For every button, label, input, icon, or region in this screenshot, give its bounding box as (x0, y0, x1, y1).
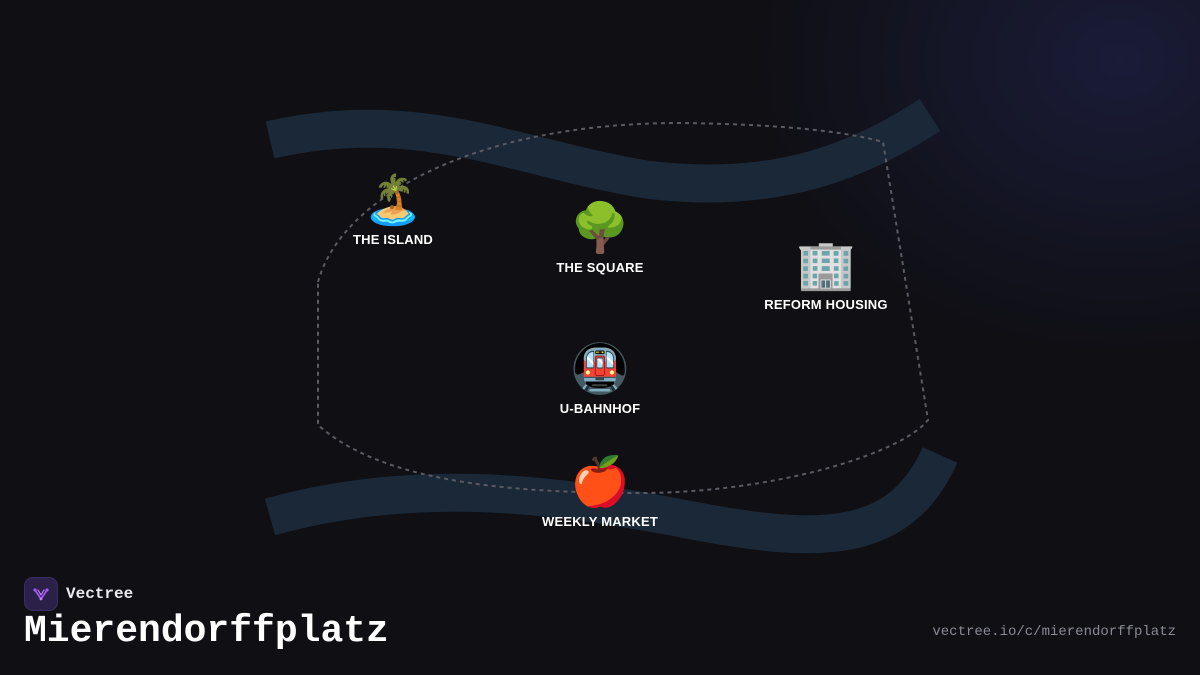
page-title: Mierendorffplatz (24, 610, 389, 653)
square-boundary (317, 121, 930, 495)
brand-name: Vectree (66, 585, 134, 603)
poi-the-square[interactable]: 🌳 THE SQUARE (556, 200, 643, 275)
poi-reform-housing[interactable]: 🏢 REFORM HOUSING (764, 237, 887, 312)
metro-icon: 🚇 (570, 341, 630, 397)
island-icon: 🏝️ (363, 172, 423, 228)
poi-label: THE ISLAND (353, 232, 433, 247)
poi-label: U-BAHNHOF (559, 401, 641, 416)
poi-the-island[interactable]: 🏝️ THE ISLAND (353, 172, 433, 247)
river-north (265, 99, 941, 203)
page-url-link[interactable]: vectree.io/c/mierendorffplatz (932, 624, 1176, 640)
office-building-icon: 🏢 (796, 237, 856, 293)
poi-label: THE SQUARE (556, 260, 644, 275)
apple-icon: 🍎 (570, 454, 630, 510)
brand[interactable]: Vectree (24, 577, 133, 611)
poi-weekly-market[interactable]: 🍎 WEEKLY MARKET (542, 454, 658, 529)
poi-label: WEEKLY MARKET (541, 514, 659, 529)
river-south (264, 446, 958, 554)
poi-label: REFORM HOUSING (764, 297, 888, 312)
vectree-logo-icon (24, 577, 58, 611)
poi-u-bahnhof[interactable]: 🚇 U-BAHNHOF (560, 341, 641, 416)
tree-icon: 🌳 (570, 200, 630, 256)
